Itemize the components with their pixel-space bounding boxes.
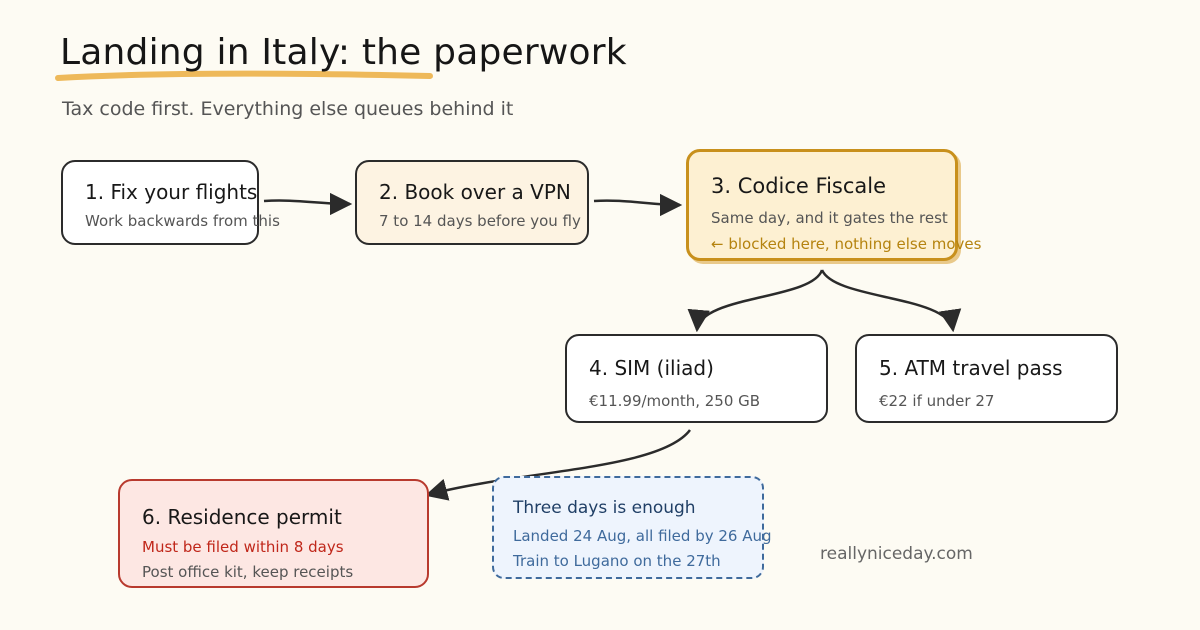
arrow-codice-to-atm <box>820 269 962 333</box>
arrow-vpn-to-codice <box>593 193 683 217</box>
step-title: 2. Book over a VPN <box>379 180 571 204</box>
step-detail: Same day, and it gates the rest <box>711 209 948 227</box>
step-detail: €11.99/month, 250 GB <box>589 392 761 410</box>
step-detail: €22 if under 27 <box>879 392 995 410</box>
timeline-note: Three days is enough Landed 24 Aug, all … <box>492 476 772 579</box>
step-title: 4. SIM (iliad) <box>589 356 714 380</box>
arrow-flights-to-vpn <box>263 192 353 216</box>
step-detail: Post office kit, keep receipts <box>142 563 354 581</box>
step-sim-iliad: 4. SIM (iliad) €11.99/month, 250 GB <box>565 334 828 423</box>
step-codice-fiscale: 3. Codice Fiscale Same day, and it gates… <box>686 149 982 261</box>
step-title: 5. ATM travel pass <box>879 356 1063 380</box>
blocked-flag: ← blocked here, nothing else moves <box>711 235 982 253</box>
deadline-flag: Must be filed within 8 days <box>142 538 344 556</box>
note-line: Train to Lugano on the 27th <box>513 552 721 570</box>
site-brand: reallyniceday.com <box>820 544 973 564</box>
page-title: Landing in Italy: the paperwork <box>60 32 627 73</box>
step-fix-flights: 1. Fix your flights Work backwards from … <box>61 160 280 245</box>
step-detail: Work backwards from this <box>85 212 280 230</box>
arrow-codice-to-sim <box>687 269 824 333</box>
step-title: 3. Codice Fiscale <box>711 174 887 198</box>
step-detail: 7 to 14 days before you fly <box>379 212 581 230</box>
note-line: Landed 24 Aug, all filed by 26 Aug <box>513 527 772 545</box>
note-title: Three days is enough <box>513 498 696 518</box>
arrow-sim-to-permit <box>424 429 691 501</box>
step-title: 1. Fix your flights <box>85 180 258 204</box>
step-book-vpn: 2. Book over a VPN 7 to 14 days before y… <box>355 160 589 245</box>
title-underline <box>55 70 433 81</box>
page-subtitle: Tax code first. Everything else queues b… <box>62 98 514 120</box>
step-residence-permit: 6. Residence permit Must be filed within… <box>118 479 429 588</box>
step-title: 6. Residence permit <box>142 505 342 529</box>
step-atm-travel-pass: 5. ATM travel pass €22 if under 27 <box>855 334 1118 423</box>
